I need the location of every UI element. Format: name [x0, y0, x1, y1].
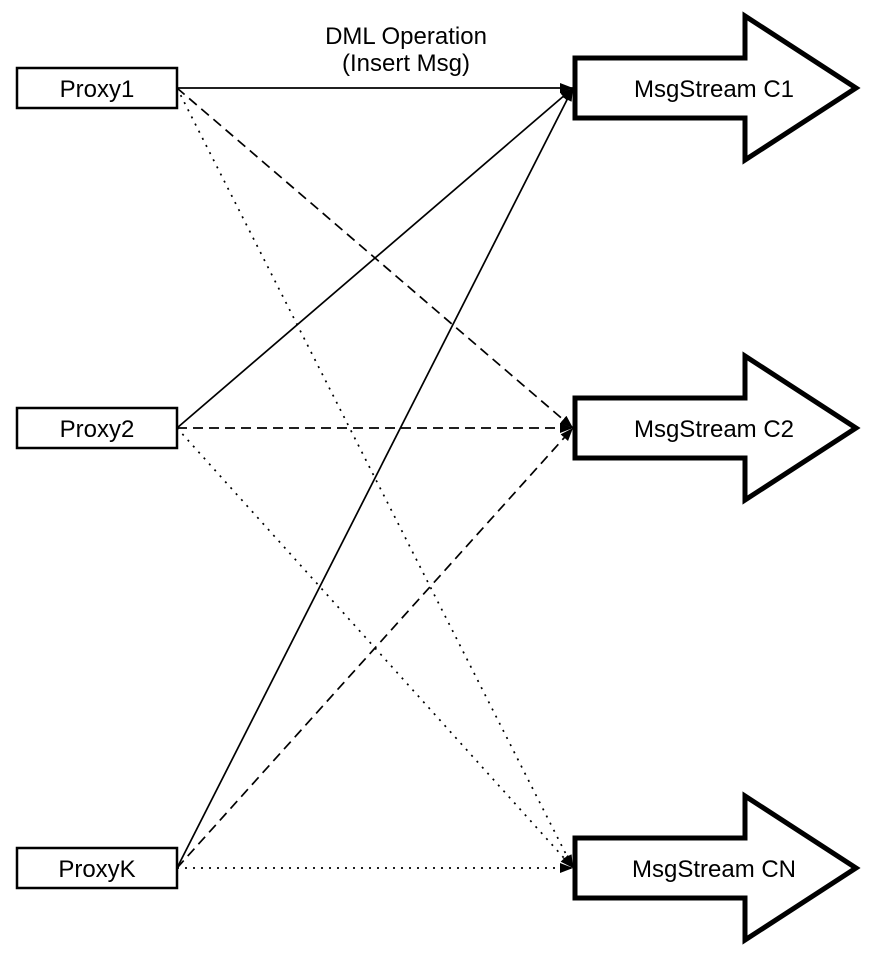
proxy-node-proxy1: Proxy1 [15, 66, 179, 110]
proxyk-box [15, 846, 179, 890]
msgstream-cn-arrow-shape [572, 791, 861, 945]
diagram-title: DML Operation (Insert Msg) [325, 23, 487, 77]
msgstream-c2-arrow-shape [572, 351, 861, 505]
stream-node-msgstream-c2: MsgStream C2 [572, 351, 861, 505]
proxy-nodes: Proxy1 Proxy2 ProxyK [15, 66, 179, 890]
stream-node-msgstream-c1: MsgStream C1 [572, 11, 861, 165]
stream-nodes: MsgStream C1 MsgStream C2 MsgStream CN [572, 11, 861, 945]
edge-proxyk-to-msgstream-c1 [176, 87, 574, 869]
edge-proxy1-to-msgstream-cn [176, 87, 574, 869]
edge-proxyk-to-msgstream-c2 [176, 427, 574, 869]
msgstream-c1-label: MsgStream C1 [634, 76, 794, 103]
proxy1-label: Proxy1 [60, 76, 135, 103]
edge-proxy2-to-msgstream-c1 [176, 87, 574, 429]
diagram-title-line2: (Insert Msg) [342, 50, 470, 77]
msgstream-cn-label: MsgStream CN [632, 856, 796, 883]
proxy-node-proxy2: Proxy2 [15, 406, 179, 450]
diagram-title-line1: DML Operation [325, 23, 487, 50]
proxy2-label: Proxy2 [60, 416, 135, 443]
msgstream-c2-label: MsgStream C2 [634, 416, 794, 443]
stream-node-msgstream-cn: MsgStream CN [572, 791, 861, 945]
edges [176, 83, 574, 873]
proxy-node-proxyk: ProxyK [15, 846, 179, 890]
proxyk-label: ProxyK [58, 856, 135, 883]
msgstream-c1-arrow-shape [572, 11, 861, 165]
